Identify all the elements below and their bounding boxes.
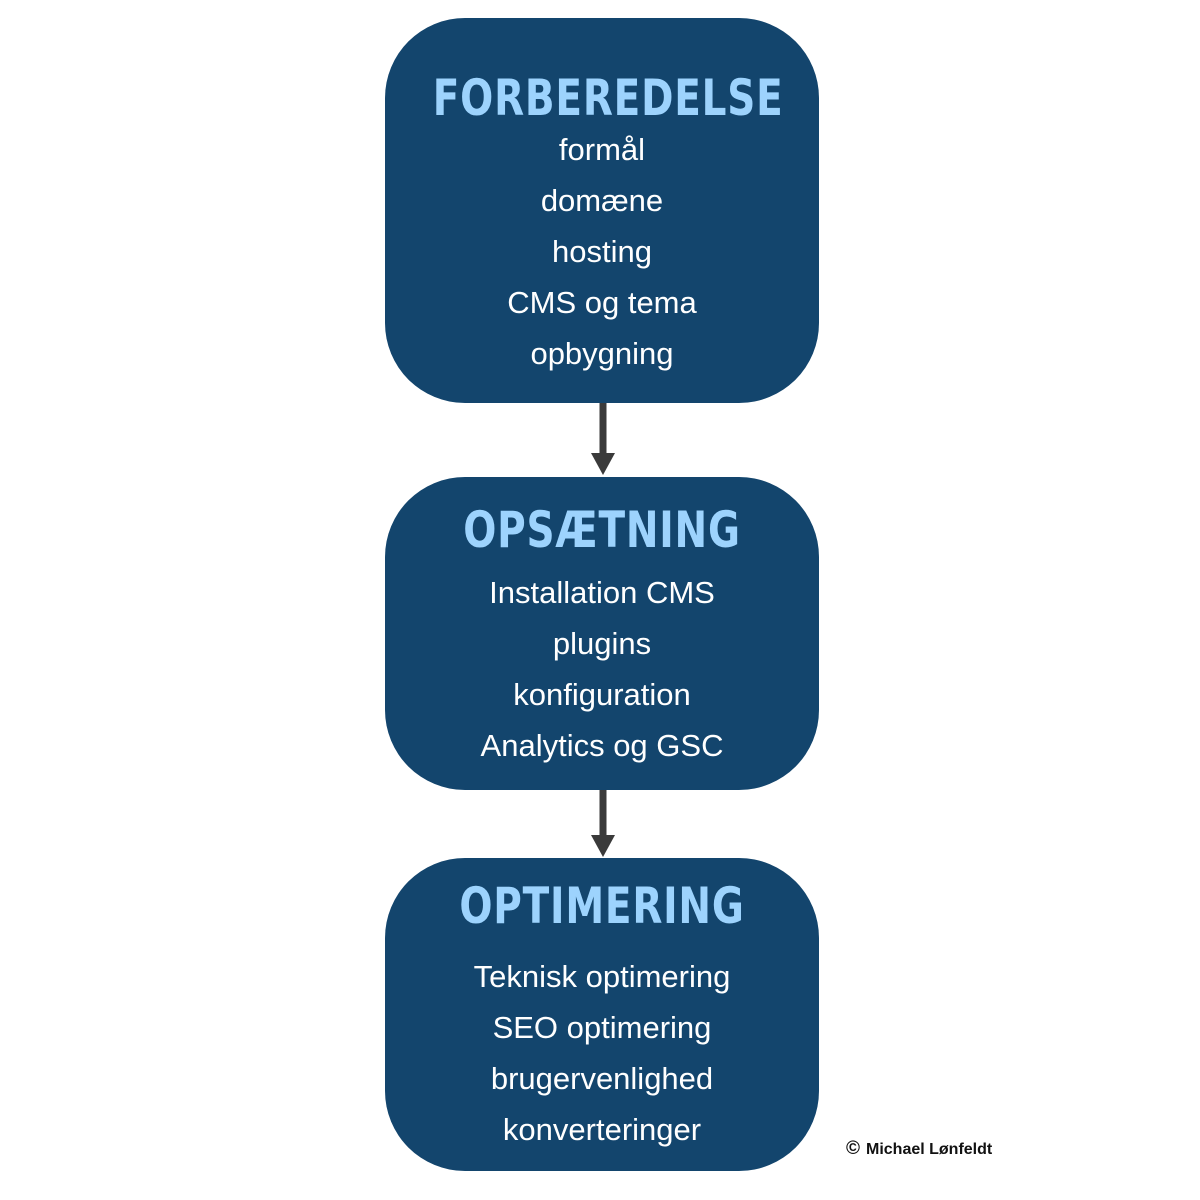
stage-item-list: formål domæne hosting CMS og tema opbygn… [385,124,819,379]
stage-item-list: Installation CMS plugins konfiguration A… [385,567,819,771]
stage-item-list: Teknisk optimering SEO optimering bruger… [385,951,819,1155]
stage-item: domæne [540,183,664,218]
stage-item: plugins [552,626,652,661]
stage-item: Analytics og GSC [480,728,724,763]
copyright-name: Michael Lønfeldt [866,1141,993,1158]
stage-title: FORBEREDELSE [432,69,784,127]
stage-box-forberedelse: FORBEREDELSE formål domæne hosting CMS o… [385,18,819,403]
flow-arrow-down-icon [588,403,618,477]
stage-box-opsaetning: OPSÆTNING Installation CMS plugins konfi… [385,477,819,790]
stage-item: konfiguration [513,677,691,712]
stage-box-optimering: OPTIMERING Teknisk optimering SEO optime… [385,858,819,1171]
stage-item: SEO optimering [492,1010,712,1045]
stage-item: hosting [552,234,652,269]
copyright-notice: © Michael Lønfeldt [846,1138,992,1160]
stage-title: OPTIMERING [459,877,745,935]
copyright-icon: © [846,1138,860,1159]
stage-title: OPSÆTNING [463,501,741,559]
stage-item: opbygning [530,336,674,371]
stage-item: formål [558,132,646,167]
stage-item: konverteringer [502,1112,702,1147]
stage-item: brugervenlighed [490,1061,714,1096]
stage-item: Installation CMS [489,575,715,610]
stage-item: Teknisk optimering [473,959,731,994]
stage-item: CMS og tema [507,285,697,320]
flow-arrow-down-icon [588,790,618,858]
